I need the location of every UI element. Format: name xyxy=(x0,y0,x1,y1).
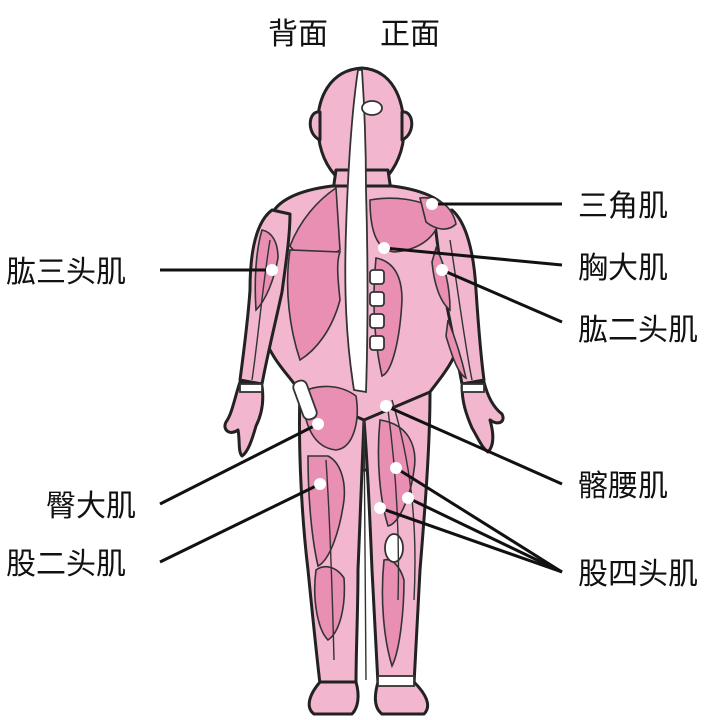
label-pectoralis: 胸大肌 xyxy=(578,251,668,286)
label-biceps: 肱二头肌 xyxy=(578,313,698,348)
label-gluteus: 臀大肌 xyxy=(46,489,136,524)
knee-cap xyxy=(385,534,403,562)
wrist-right xyxy=(462,384,484,392)
face-mark xyxy=(362,101,382,115)
label-hamstring: 股二头肌 xyxy=(6,547,126,582)
back-view-title: 背面 xyxy=(268,17,328,52)
foot-left xyxy=(309,682,358,714)
label-quadriceps: 股四头肌 xyxy=(578,557,698,592)
label-deltoid: 三角肌 xyxy=(578,189,668,224)
label-iliopsoas: 髂腰肌 xyxy=(578,469,668,504)
label-triceps: 肱三头肌 xyxy=(6,255,126,290)
human-figure xyxy=(225,68,503,714)
ear-left xyxy=(310,112,320,140)
leader-hamstring xyxy=(160,484,320,562)
ankle-band-right xyxy=(378,676,414,686)
front-view-title: 正面 xyxy=(380,17,440,52)
wrist-left xyxy=(240,384,262,392)
leader-quadriceps-2 xyxy=(408,498,562,572)
ear-right xyxy=(402,112,412,140)
hand-left xyxy=(225,382,263,456)
